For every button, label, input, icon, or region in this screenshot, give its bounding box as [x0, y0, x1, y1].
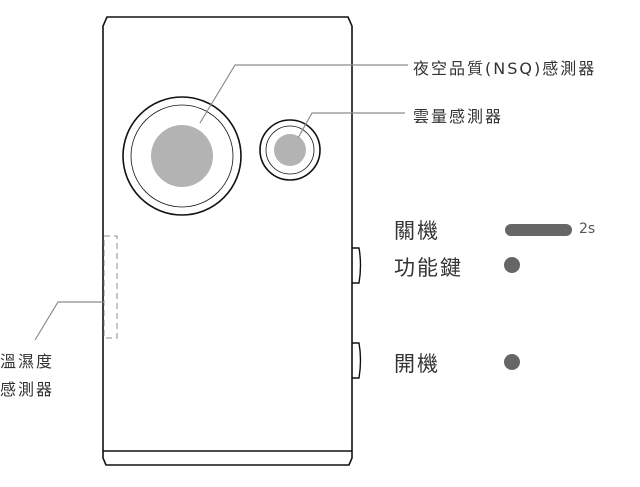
function-press-indicator — [504, 257, 520, 273]
function-key-label: 功能鍵 — [394, 256, 463, 280]
device-body — [102, 16, 353, 466]
nsq-sensor-label: 夜空品質(NSQ)感測器 — [413, 59, 597, 78]
cloud-sensor — [259, 119, 321, 181]
temp-humidity-label-line1: 溫濕度 — [0, 352, 55, 371]
power-on-press-indicator — [504, 354, 520, 370]
function-side-button — [352, 247, 362, 284]
cloud-leader-line — [297, 112, 405, 139]
power-off-duration: 2s — [579, 221, 596, 237]
temp-humidity-label-line2: 感測器 — [0, 380, 55, 399]
cloud-sensor-label: 雲量感測器 — [413, 107, 504, 126]
power-side-button — [352, 342, 362, 379]
power-off-label: 關機 — [394, 219, 440, 243]
nsq-leader-line — [199, 64, 408, 124]
nsq-sensor — [122, 96, 242, 216]
temp-humidity-leader-line — [34, 301, 104, 341]
temp-humidity-sensor — [103, 235, 118, 339]
long-press-indicator — [505, 224, 572, 236]
power-on-label: 開機 — [394, 352, 440, 376]
